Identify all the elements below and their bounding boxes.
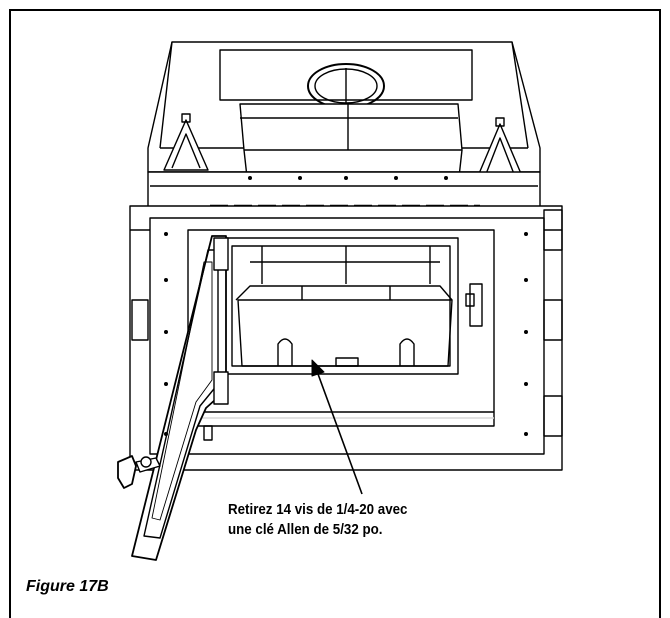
firebox-opening: [223, 237, 459, 375]
callout-line-1: Retirez 14 vis de 1/4-20 avec: [228, 502, 408, 518]
bolt-holes: [164, 176, 528, 436]
callout-line-2: une clé Allen de 5/32 po.: [228, 522, 383, 538]
callout-arrow: [311, 359, 363, 495]
baffle-plate: [239, 103, 463, 187]
door-latch-right: [465, 283, 483, 327]
left-bracket: [163, 113, 209, 171]
figure-caption: Figure 17B: [26, 578, 109, 595]
callout-text: Retirez 14 vis de 1/4-20 avec une clé Al…: [228, 500, 522, 540]
open-door: [131, 235, 229, 561]
door-handle: [117, 455, 161, 489]
